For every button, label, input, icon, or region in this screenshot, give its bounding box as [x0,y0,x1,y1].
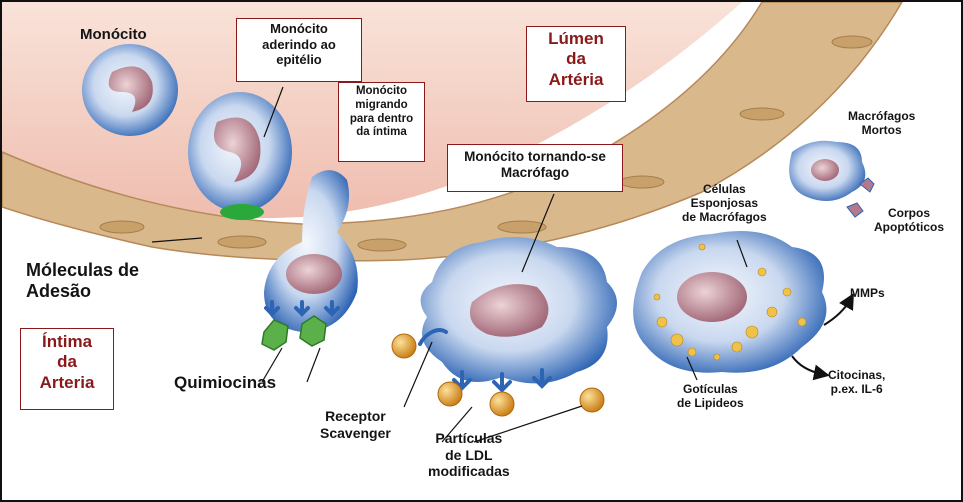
label-aderindo-line1: Monócito [237,21,361,37]
label-goticulas-line1: Gotículas [677,382,744,396]
label-lumen-box: Lúmen da Artéria [526,26,626,102]
label-migrando-line1: Monócito [339,85,424,99]
label-migrando-box: Monócito migrando para dentro da íntima [338,82,425,162]
apoptotic-body [847,203,863,217]
label-mmps: MMPs [850,286,885,300]
label-intima-line3: Arteria [21,373,113,393]
label-moleculas-line1: Móleculas de [26,260,139,281]
label-tornando-box: Monócito tornando-se Macrófago [447,144,623,192]
label-intima-line1: Íntima [21,332,113,352]
label-citocinas: Citocinas, p.ex. IL-6 [828,368,885,396]
label-citocinas-line1: Citocinas, [828,368,885,382]
label-lumen-line2: da [527,49,625,69]
dead-macrophages [789,141,874,217]
label-macrofagos-mortos-line1: Macrófagos [848,109,915,123]
label-particulas-line1: Partículas [428,430,510,447]
label-corpos-apoptoticos: Corpos Apoptóticos [874,206,944,234]
label-particulas-line3: modificadas [428,463,510,480]
label-moleculas-adesao: Móleculas de Adesão [26,260,139,302]
label-migrando-line4: da íntima [339,126,424,140]
label-celulas-line2: Esponjosas [682,196,767,210]
label-tornando-line1: Monócito tornando-se [448,149,622,165]
label-celulas-line1: Células [682,182,767,196]
label-aderindo-line3: epitélio [237,52,361,68]
label-corpos-line1: Corpos [874,206,944,220]
label-macrofagos-mortos-line2: Mortos [848,123,915,137]
label-migrando-line3: para dentro [339,113,424,127]
label-receptor-line2: Scavenger [320,425,391,442]
label-aderindo-box: Monócito aderindo ao epitélio [236,18,362,82]
label-tornando-line2: Macrófago [448,165,622,181]
label-goticulas-line2: de Lipideos [677,396,744,410]
label-celulas-line3: de Macrófagos [682,210,767,224]
monocyte-cell [82,44,178,136]
label-goticulas: Gotículas de Lipideos [677,382,744,410]
label-lumen-line3: Artéria [527,70,625,90]
macrophage-cell [421,237,617,383]
label-intima-line2: da [21,352,113,372]
label-corpos-line2: Apoptóticos [874,220,944,234]
label-receptor-scavenger: Receptor Scavenger [320,408,391,441]
label-citocinas-line2: p.ex. IL-6 [828,382,885,396]
label-lumen-line1: Lúmen [527,29,625,49]
label-migrando-line2: migrando [339,99,424,113]
foam-cell [633,231,826,373]
label-receptor-line1: Receptor [320,408,391,425]
label-moleculas-line2: Adesão [26,281,139,302]
label-quimiocinas: Quimiocinas [174,373,276,393]
label-celulas-esponjosas: Células Esponjosas de Macrófagos [682,182,767,224]
label-intima-box: Íntima da Arteria [20,328,114,410]
adhesion-molecules [220,204,264,220]
label-monocito: Monócito [80,26,147,44]
label-aderindo-line2: aderindo ao [237,37,361,53]
label-particulas-line2: de LDL [428,447,510,464]
label-particulas-ldl: Partículas de LDL modificadas [428,430,510,480]
label-macrofagos-mortos: Macrófagos Mortos [848,109,915,137]
